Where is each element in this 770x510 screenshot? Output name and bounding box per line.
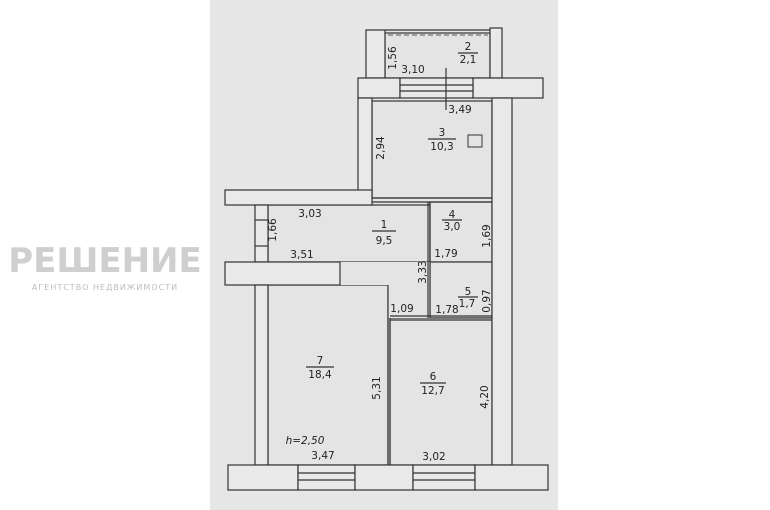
stove-icon [467, 134, 483, 148]
hall-passage [340, 262, 430, 285]
room-2-balcony [384, 32, 491, 79]
room-1-hall [267, 204, 431, 263]
room-number: 5 [465, 286, 472, 298]
room-3-kitchen [371, 100, 493, 199]
dimension-label: 3,10 [401, 64, 424, 76]
dimension-label: 3,03 [298, 208, 321, 220]
dimension-label: 3,47 [311, 450, 334, 462]
dimension-label: 1,78 [435, 304, 458, 316]
room-labels: 2 2,1 3 10,3 1 9,5 4 3,0 5 1,7 6 12,7 7 … [306, 41, 478, 397]
hall-passage-lower [388, 285, 430, 318]
dimension-label: 0,97 [481, 289, 493, 312]
room-number: 2 [465, 41, 472, 53]
balcony-door-window [399, 77, 474, 99]
dimension-label: 3,51 [290, 249, 313, 261]
dimension-label: 1,56 [387, 46, 399, 70]
room-number: 7 [317, 355, 324, 367]
rooms [267, 32, 493, 466]
room-number: 3 [439, 127, 446, 139]
walls [224, 27, 549, 491]
window [297, 464, 356, 491]
room-area: 12,7 [421, 385, 444, 397]
dimension-labels: 1,56 3,10 3,49 2,94 3,03 1,66 3,51 3,33 … [267, 46, 493, 463]
room-number: 4 [449, 209, 456, 221]
ceiling-height: h=2,50 [286, 435, 325, 447]
room-area: 9,5 [376, 235, 393, 247]
room-number: 1 [381, 219, 388, 231]
dimension-label: 3,02 [422, 451, 445, 463]
dimension-label: 1,09 [390, 303, 413, 315]
watermark-brand: РЕШЕНИЕ [8, 241, 202, 281]
dimension-label: 3,49 [448, 104, 471, 116]
room-area: 3,0 [444, 221, 461, 233]
room-area: 18,4 [308, 369, 332, 381]
room-area: 10,3 [430, 141, 453, 153]
dimension-label: 5,31 [371, 376, 383, 399]
room-number: 6 [430, 371, 437, 383]
room-6 [389, 317, 493, 466]
window [412, 464, 476, 491]
room-area: 2,1 [460, 54, 477, 66]
dimension-label: 1,79 [434, 248, 457, 260]
watermark-tagline: АГЕНТСТВО НЕДВИЖИМОСТИ [32, 283, 178, 292]
dimension-label: 3,33 [417, 260, 429, 283]
room-area: 1,7 [459, 298, 476, 310]
dimension-label: 2,94 [375, 136, 387, 160]
dimension-label: 1,69 [481, 224, 493, 247]
dimension-label: 1,66 [267, 218, 279, 242]
dimension-label: 4,20 [479, 385, 491, 408]
